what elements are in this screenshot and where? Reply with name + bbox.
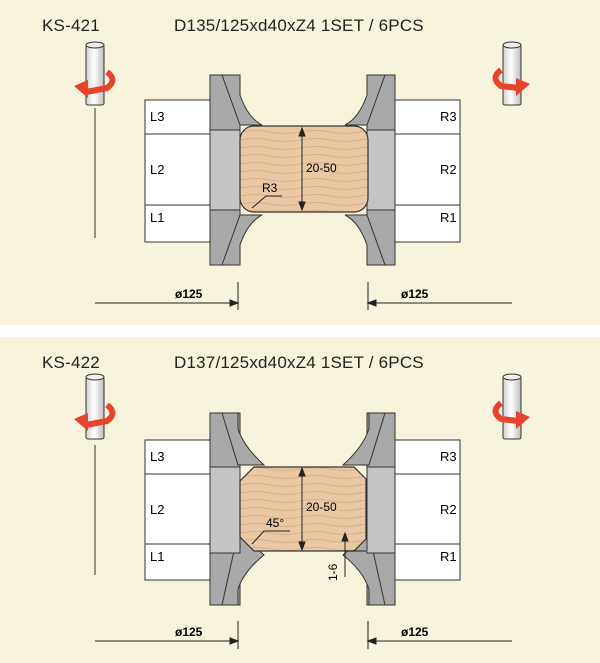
right-cutter-shafts <box>394 439 461 581</box>
set-spec: D135/125xd40xZ4 1SET / 6PCS <box>174 16 424 35</box>
radius-label: R3 <box>262 181 278 195</box>
left-cutter-shafts <box>144 439 211 581</box>
thickness-dimension <box>298 466 306 552</box>
wood-workpiece <box>239 125 369 213</box>
right-label-r3: R3 <box>440 109 457 124</box>
cutter-diagram: L3 L2 L1 R3 R2 R1 <box>74 41 530 310</box>
angle-leader <box>251 530 265 545</box>
cutter-set-ks-421: KS-421 D135/125xd40xZ4 1SET / 6PCS <box>0 0 600 325</box>
right-diameter-dimension <box>366 282 512 310</box>
thickness-dimension <box>298 126 306 212</box>
left-label-l3: L3 <box>150 109 164 124</box>
left-diameter-dimension <box>95 621 240 649</box>
set-spec: D137/125xd40xZ4 1SET / 6PCS <box>174 353 424 372</box>
left-cutter-shafts <box>144 99 211 243</box>
right-label-r2: R2 <box>440 162 457 177</box>
angle-label: 45° <box>266 516 284 530</box>
right-diameter-label: ø125 <box>401 287 429 301</box>
right-label-r1: R1 <box>440 210 457 225</box>
depth-dimension <box>341 531 366 577</box>
left-label-l1: L1 <box>150 549 164 564</box>
cutter-set-ks-422: KS-422 D137/125xd40xZ4 1SET / 6PCS <box>0 337 600 663</box>
left-diameter-label: ø125 <box>175 287 203 301</box>
set-code: KS-421 <box>42 16 100 35</box>
rotation-arrow-left-icon <box>74 373 116 575</box>
thickness-label: 20-50 <box>306 500 337 514</box>
set-code: KS-422 <box>42 353 100 372</box>
right-diameter-dimension <box>366 621 512 649</box>
left-cutter-profile <box>209 74 263 266</box>
left-label-l1: L1 <box>150 210 164 225</box>
depth-label: 1-6 <box>326 563 340 581</box>
left-diameter-label: ø125 <box>175 625 203 639</box>
rotation-arrow-right-icon <box>492 41 530 106</box>
rotation-arrow-left-icon <box>74 41 116 238</box>
left-diameter-dimension <box>95 282 240 310</box>
thickness-label: 20-50 <box>306 161 337 175</box>
right-label-r3: R3 <box>440 449 457 464</box>
panel-divider <box>0 325 600 337</box>
left-label-l3: L3 <box>150 449 164 464</box>
right-cutter-profile <box>344 74 396 266</box>
radius-leader <box>251 195 267 209</box>
rotation-arrow-right-icon <box>492 373 530 440</box>
right-label-r1: R1 <box>440 549 457 564</box>
right-cutter-profile <box>341 412 396 606</box>
right-label-r2: R2 <box>440 502 457 517</box>
left-label-l2: L2 <box>150 502 164 517</box>
cutter-diagram: L3 L2 L1 R3 R2 R1 <box>74 373 530 649</box>
left-label-l2: L2 <box>150 162 164 177</box>
right-diameter-label: ø125 <box>401 625 429 639</box>
